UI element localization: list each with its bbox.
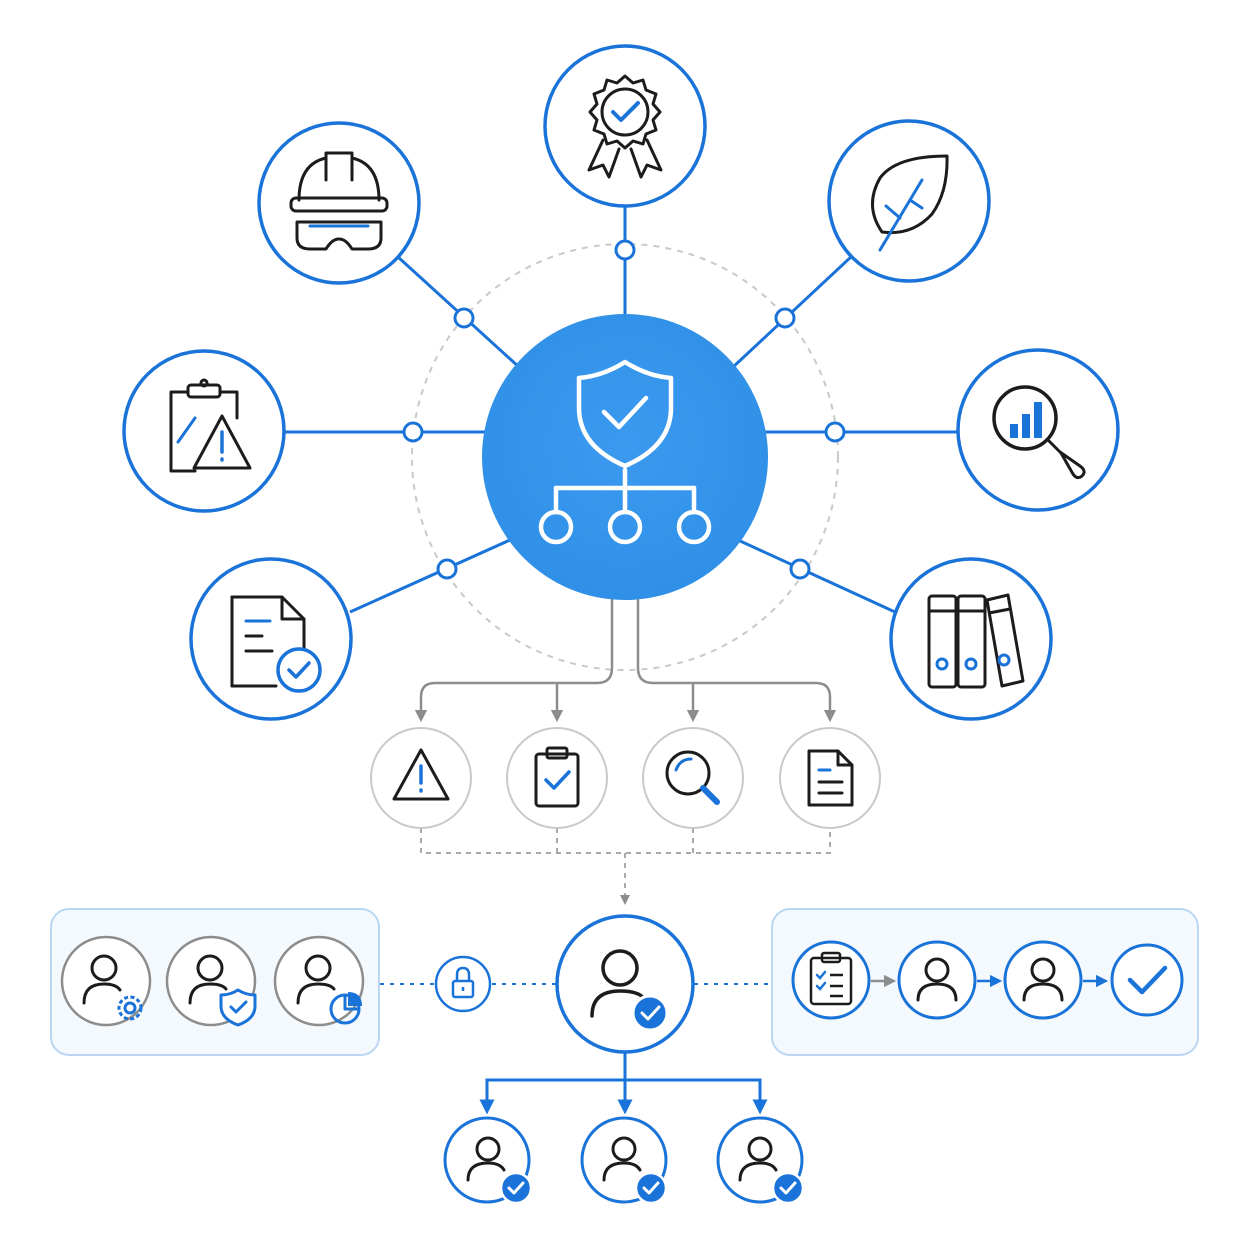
shield-icon: [219, 988, 257, 1027]
right-analytics-node[interactable]: [956, 348, 1120, 512]
connector-bottom-right: [737, 538, 896, 614]
flow-checklist-node[interactable]: [791, 940, 871, 1020]
checkmark-icon: [1127, 965, 1168, 995]
approved-badge-3: [771, 1171, 805, 1205]
user-icon: [188, 954, 228, 1005]
distribution-arrows: [479, 1053, 768, 1115]
hub-circle: [482, 314, 768, 600]
flow-user-node-2[interactable]: [1003, 940, 1083, 1020]
split-arrow-1: [414, 598, 614, 723]
approved-user-node-1[interactable]: [443, 1116, 533, 1205]
leaf-icon: [871, 154, 949, 235]
top-left-hardhat-node[interactable]: [257, 121, 421, 285]
step-document-node[interactable]: [779, 727, 881, 829]
user-icon-flow-1: [916, 957, 958, 1002]
merge-line-1: [420, 828, 831, 854]
warning-icon: [392, 748, 450, 801]
leaf-vein: [878, 178, 924, 252]
junction-dot-bottom-left: [436, 558, 458, 580]
user-check-icon: [590, 949, 647, 1018]
step-warning-node[interactable]: [370, 727, 472, 829]
certification-badge-icon: [587, 74, 663, 179]
junction-dots: [402, 239, 846, 580]
clipboard-check-icon: [534, 746, 580, 808]
user-settings-node[interactable]: [60, 935, 152, 1027]
approved-user-node-3[interactable]: [716, 1116, 805, 1205]
magnifier-lens: [992, 385, 1058, 451]
clipboard-check-mark: [544, 770, 571, 790]
document-check-mark: [287, 661, 311, 679]
user-icon-flow-2: [1022, 957, 1064, 1002]
binder-rings: [935, 653, 1011, 671]
approved-check-3: [779, 1181, 797, 1195]
magnifier-icon: [665, 750, 711, 796]
orbit-ring: [411, 243, 839, 671]
shield-hierarchy-icon: [538, 359, 712, 545]
distribution-arrow-right: [625, 1078, 768, 1115]
checklist-icon: [809, 951, 853, 1006]
approved-badge-2: [634, 1171, 668, 1205]
approved-user-node-2[interactable]: [580, 1116, 668, 1205]
badge-check-mark: [611, 101, 640, 122]
approved-badge-1: [499, 1171, 533, 1205]
pie-chart-icon: [329, 993, 361, 1025]
process-merge-lines: [420, 828, 831, 905]
verified-check-mark: [640, 1005, 661, 1021]
approved-check-2: [642, 1181, 660, 1195]
magnifier-handle-blue: [700, 785, 720, 805]
lock-icon: [451, 966, 475, 999]
junction-dot-right: [824, 421, 846, 443]
bottom-left-document-node[interactable]: [189, 557, 353, 721]
step-checklist-node[interactable]: [506, 727, 608, 829]
top-right-leaf-node[interactable]: [827, 119, 991, 283]
central-hub-node[interactable]: [482, 314, 768, 600]
flow-done-node[interactable]: [1110, 943, 1184, 1017]
binders-icon: [927, 593, 1025, 689]
verified-badge: [631, 994, 669, 1032]
flow-user-node-1[interactable]: [897, 940, 977, 1020]
hardhat-goggles-icon: [289, 151, 389, 251]
junction-dot-top: [614, 239, 636, 261]
split-arrow-3: [636, 598, 837, 723]
checklist-ticks: [815, 970, 827, 991]
verified-user-node[interactable]: [555, 914, 695, 1054]
user-icon-approved-1: [466, 1136, 506, 1182]
user-icon-approved-2: [602, 1136, 642, 1182]
document-check-badge: [276, 647, 322, 693]
junction-dot-left: [402, 421, 424, 443]
top-badge-node[interactable]: [543, 44, 707, 208]
junction-dot-top-right: [774, 307, 796, 329]
left-risk-node[interactable]: [122, 349, 286, 513]
junction-dot-top-left: [453, 307, 475, 329]
step-inspect-node[interactable]: [642, 727, 744, 829]
clipboard-accent: [176, 416, 197, 444]
user-icon-approved-3: [738, 1136, 778, 1182]
junction-dot-bottom-right: [789, 558, 811, 580]
lock-node[interactable]: [434, 955, 492, 1013]
approved-check-1: [507, 1181, 525, 1195]
user-icon-3: [296, 954, 336, 1005]
pie-chart-wedge: [348, 992, 362, 1006]
user-report-node[interactable]: [273, 935, 365, 1027]
document-check-icon: [230, 595, 306, 688]
process-split-arrows: [414, 598, 837, 723]
bottom-right-binders-node[interactable]: [889, 557, 1053, 721]
user-gear-icon: [82, 954, 122, 1005]
magnifier-inner-arc: [674, 757, 693, 772]
connector-bottom-left: [349, 538, 511, 614]
magnifier-handle: [1047, 439, 1086, 480]
bar-chart-icon: [1010, 402, 1042, 438]
shield-check-mark: [229, 1000, 248, 1014]
document-icon: [807, 749, 854, 807]
clipboard-warning-icon: [169, 378, 252, 473]
gear-icon: [117, 995, 143, 1021]
distribution-arrow-left: [479, 1053, 627, 1115]
user-shield-node[interactable]: [165, 935, 257, 1027]
